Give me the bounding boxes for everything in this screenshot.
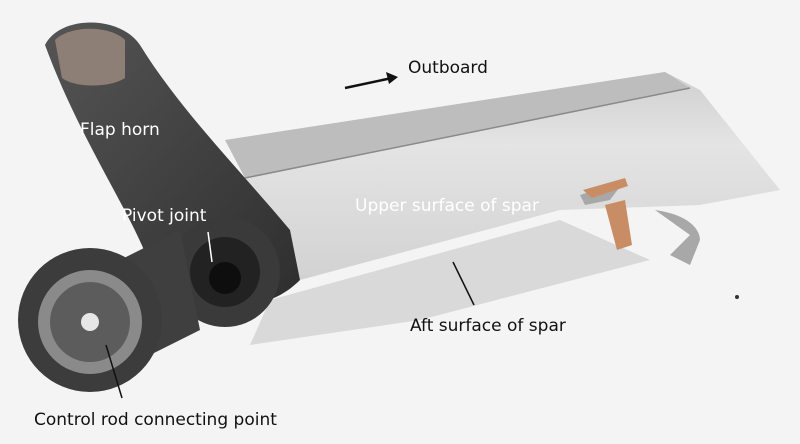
spar-top-band xyxy=(225,72,690,178)
control-rod-leader xyxy=(105,344,123,399)
label-control-rod-connecting-point: Control rod connecting point xyxy=(34,410,277,430)
outboard-arrowhead xyxy=(386,72,398,84)
horn-cap xyxy=(55,28,125,86)
pivot-joint-leader xyxy=(207,231,213,263)
label-aft-surface-of-spar: Aft surface of spar xyxy=(410,316,566,336)
outboard-arrow xyxy=(344,76,393,90)
label-pivot-joint: Pivot joint xyxy=(122,206,207,226)
label-upper-surface-of-spar: Upper surface of spar xyxy=(355,196,539,216)
spar-edge xyxy=(244,87,691,179)
copper-strip xyxy=(583,178,632,250)
aft-surface-leader xyxy=(452,261,475,306)
label-flap-horn: Flap horn xyxy=(80,120,160,140)
control-rod-hole xyxy=(81,313,99,331)
pivot-joint-hole xyxy=(209,262,241,294)
dot xyxy=(735,295,739,299)
label-outboard: Outboard xyxy=(408,58,488,78)
aft-surface-of-spar xyxy=(250,220,650,345)
torn-metal-strip xyxy=(580,180,700,265)
